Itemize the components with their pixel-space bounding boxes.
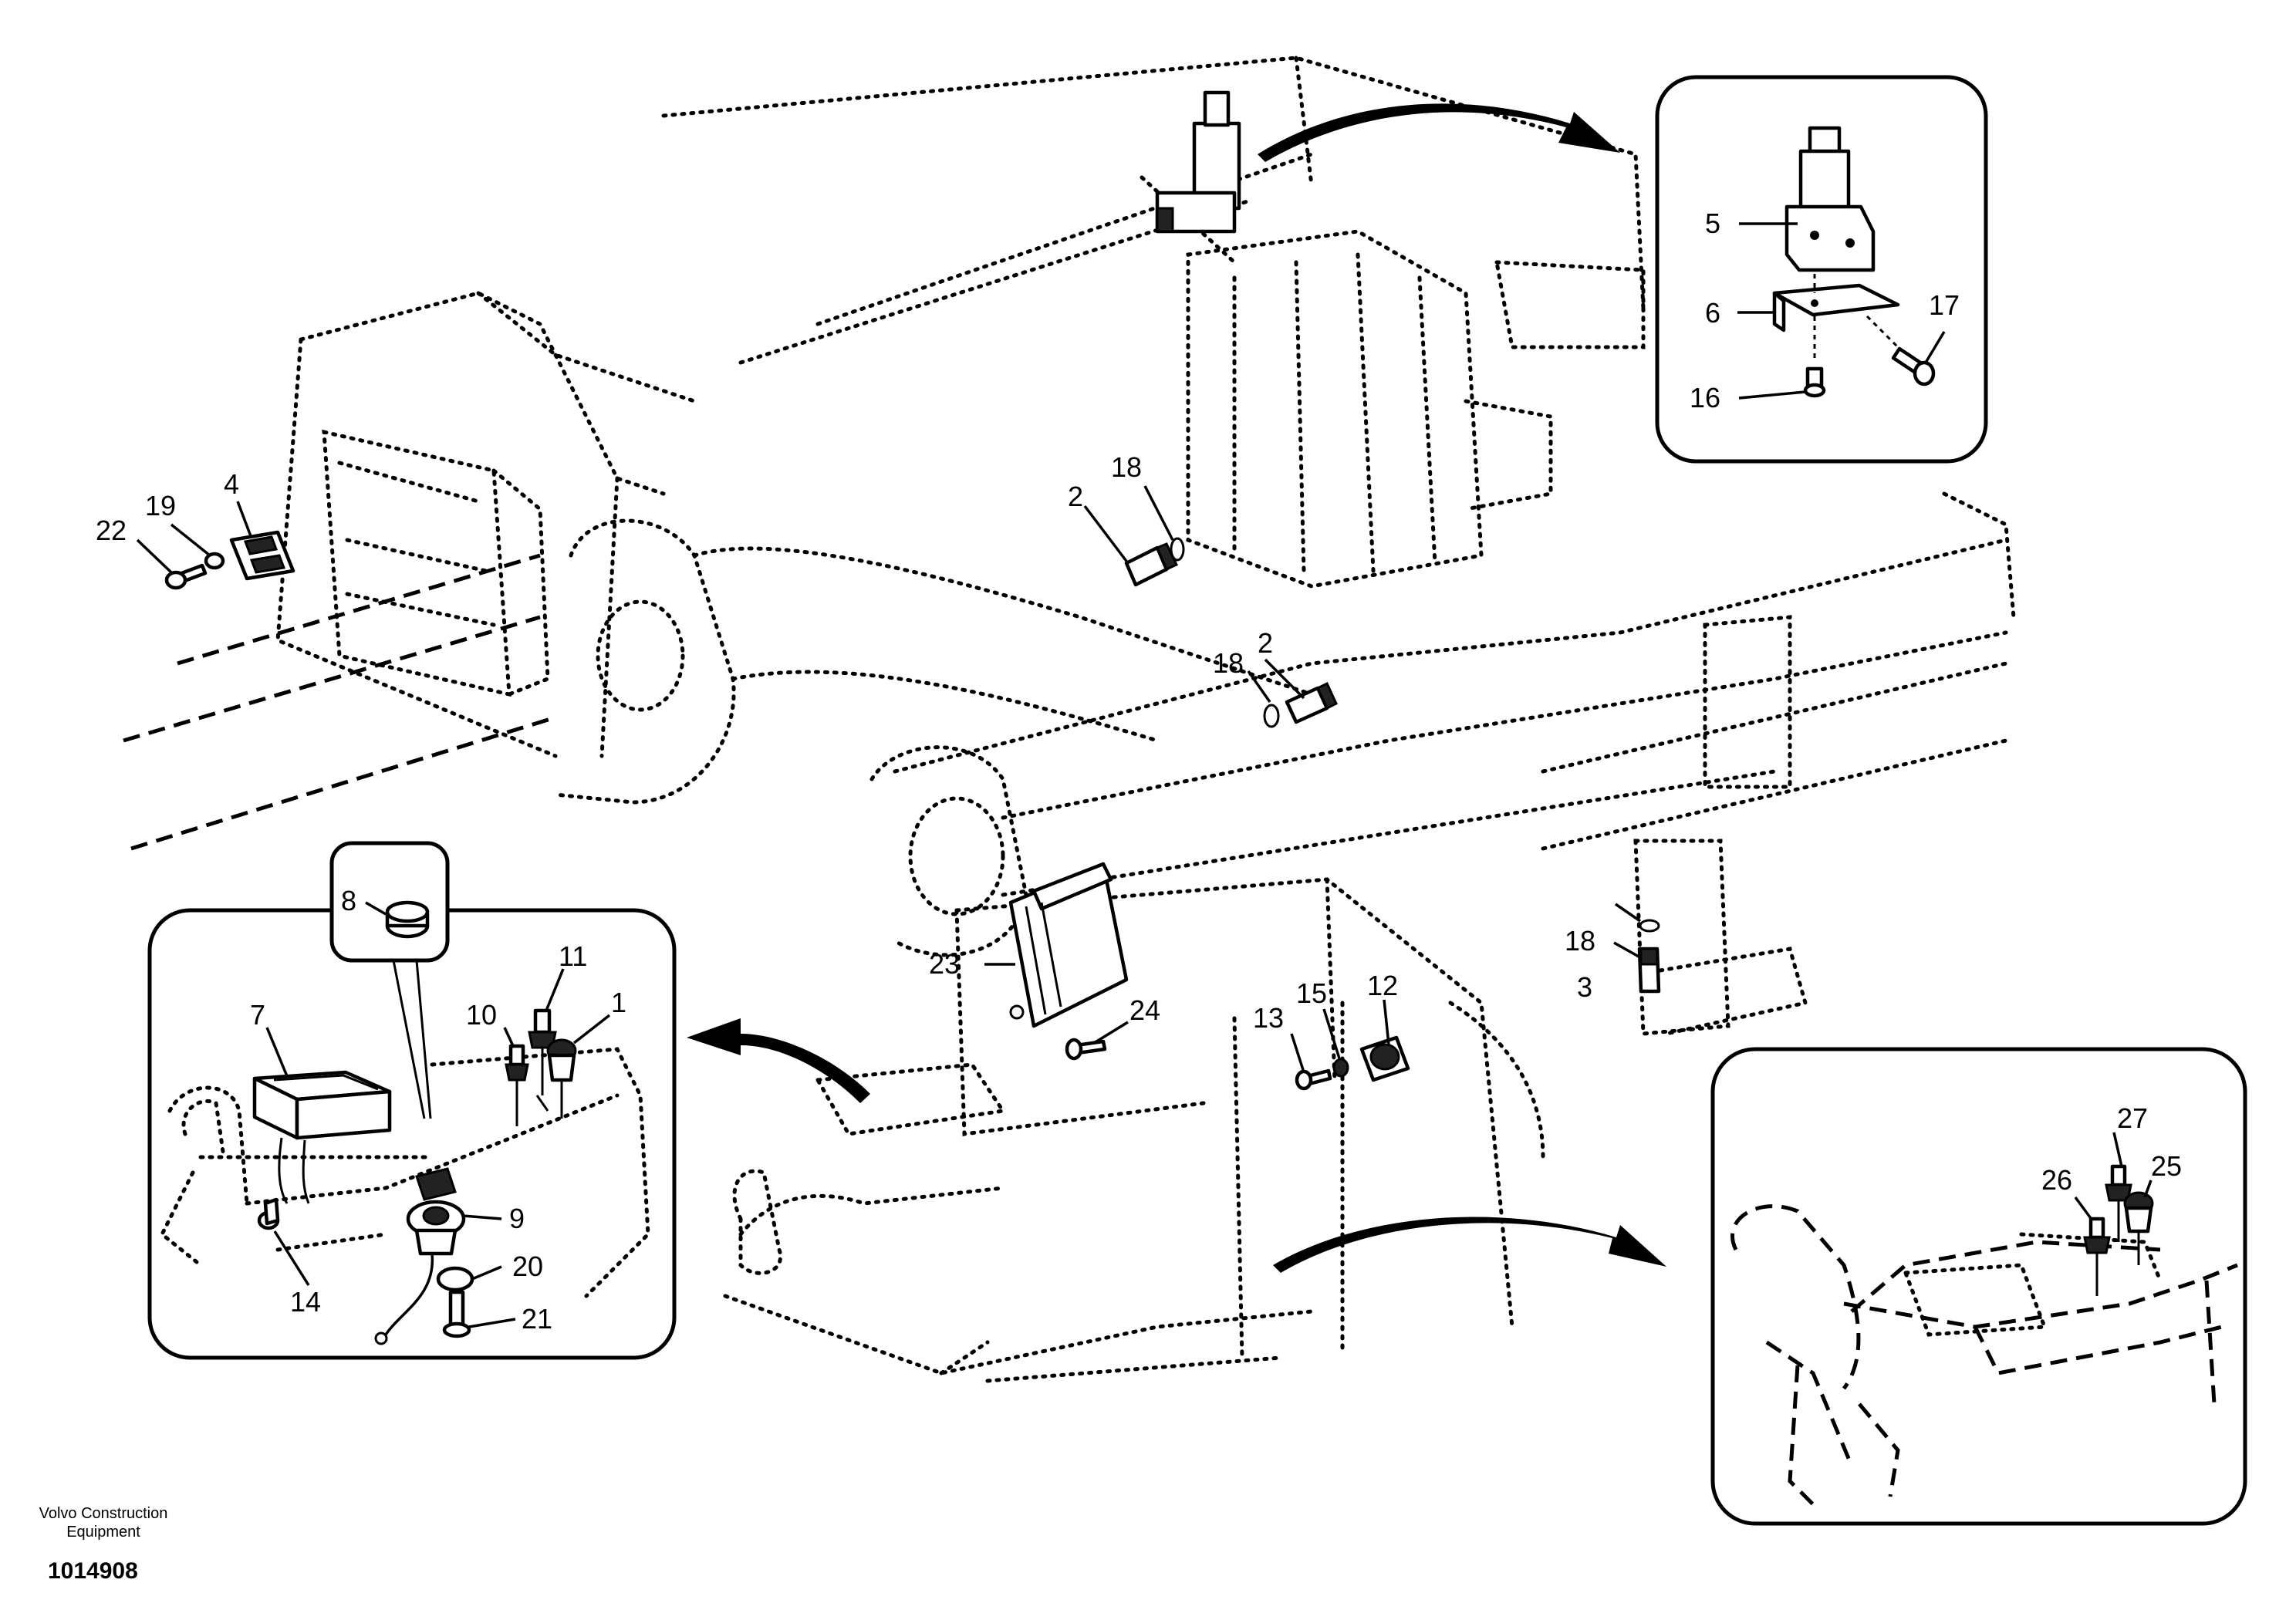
part-1-switch	[546, 1038, 577, 1119]
part-15-nut	[1332, 1058, 1349, 1078]
callout-12: 12	[1367, 970, 1398, 1001]
arrow-to-solenoid-detail	[1258, 103, 1620, 162]
callout-17: 17	[1929, 289, 1960, 321]
part-26-switch	[2083, 1217, 2111, 1296]
part-14-screw	[257, 1197, 280, 1230]
callout-3: 3	[1577, 971, 1592, 1003]
part-22-bolt	[164, 563, 208, 590]
part-19-washer	[204, 552, 225, 570]
arrow-to-joystick-detail	[1273, 1217, 1666, 1273]
callout-10: 10	[466, 999, 497, 1031]
arrow-to-cab-detail	[687, 1018, 870, 1103]
callout-20: 20	[512, 1250, 543, 1282]
part-control-box-left	[322, 429, 550, 697]
part-11-switch	[528, 1008, 557, 1112]
callout-21: 21	[522, 1303, 552, 1335]
detail-inset-solenoid	[1655, 75, 1988, 464]
part-23-ecu	[1008, 862, 1129, 1028]
part-25-switch	[2123, 1191, 2154, 1265]
callout-2-lower: 2	[1258, 627, 1273, 659]
figure-number: 1014908	[48, 1558, 138, 1584]
part-8-plug	[385, 900, 430, 939]
footer: Volvo Construction Equipment 1014908	[39, 1505, 168, 1584]
callout-13: 13	[1253, 1002, 1284, 1034]
part-9-switch-assembly	[374, 1167, 466, 1345]
callout-6: 6	[1705, 297, 1720, 329]
part-13-screw	[1295, 1068, 1332, 1091]
publisher-line-2: Equipment	[66, 1524, 140, 1541]
part-17-bolt	[1891, 346, 1936, 386]
callout-16: 16	[1690, 382, 1720, 413]
machine-frame-outline	[123, 56, 2016, 1383]
leader-lines	[136, 222, 2152, 1328]
part-12-switch	[1359, 1035, 1410, 1082]
callout-18-upper: 18	[1111, 451, 1142, 483]
detail-inset-cab-console	[147, 841, 677, 1360]
callout-18-middle: 18	[1213, 647, 1244, 679]
callout-4: 4	[224, 468, 239, 500]
part-3-sensor	[1637, 919, 1661, 994]
callout-7: 7	[250, 999, 265, 1031]
callout-14: 14	[290, 1286, 321, 1318]
callout-25: 25	[2151, 1150, 2182, 1182]
part-6-bracket	[1772, 283, 1900, 332]
pointer-arrows	[687, 103, 1666, 1273]
detail-inset-joystick	[1710, 1047, 2247, 1526]
callout-18-lower: 18	[1565, 925, 1595, 957]
part-2-sensor-upper	[1124, 537, 1185, 587]
callout-27: 27	[2117, 1102, 2148, 1134]
part-16-bolt	[1803, 366, 1826, 398]
part-24-bolt	[1065, 1038, 1107, 1061]
callout-labels: 5 6 16 17 4 19 22 2 18 2 18 18 3 23 24 1…	[96, 208, 2182, 1335]
callout-11: 11	[559, 940, 587, 972]
callout-2-upper: 2	[1068, 481, 1083, 512]
callout-23: 23	[929, 948, 960, 980]
part-solenoid-main	[1155, 90, 1241, 234]
callout-5: 5	[1705, 208, 1720, 239]
callout-8: 8	[341, 885, 356, 916]
callout-24: 24	[1129, 994, 1160, 1026]
part-2-sensor-lower	[1263, 681, 1338, 728]
part-5-solenoid-valve	[1784, 126, 1876, 272]
part-7-monitor	[252, 1070, 392, 1140]
part-21-bolt	[442, 1290, 471, 1338]
publisher-line-1: Volvo Construction	[39, 1505, 168, 1522]
callout-26: 26	[2041, 1164, 2072, 1196]
callout-9: 9	[509, 1203, 525, 1234]
part-10-switch	[505, 1044, 529, 1126]
callout-19: 19	[145, 490, 176, 521]
part-4-connector	[229, 530, 295, 581]
part-20-washer	[436, 1266, 474, 1292]
callout-1: 1	[611, 987, 626, 1018]
callout-15: 15	[1296, 977, 1327, 1009]
callout-22: 22	[96, 515, 127, 546]
